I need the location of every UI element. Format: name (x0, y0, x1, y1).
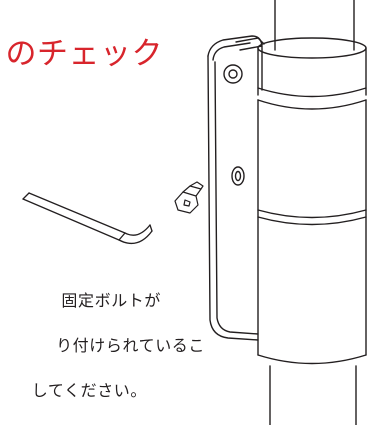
instruction-text: 固定ボルトが り付けられているこ してください。 (0, 286, 205, 406)
instruction-line-3: してください。 (31, 381, 147, 400)
instruction-line-1: 固定ボルトが (61, 291, 161, 310)
section-heading: のチェック (0, 28, 165, 88)
hex-bolt-icon (174, 181, 204, 214)
heading-text: のチェック (5, 36, 163, 72)
pole-clamp-icon (207, 0, 367, 425)
hex-key-icon (22, 192, 153, 245)
instruction-line-2: り付けられているこ (56, 336, 205, 355)
